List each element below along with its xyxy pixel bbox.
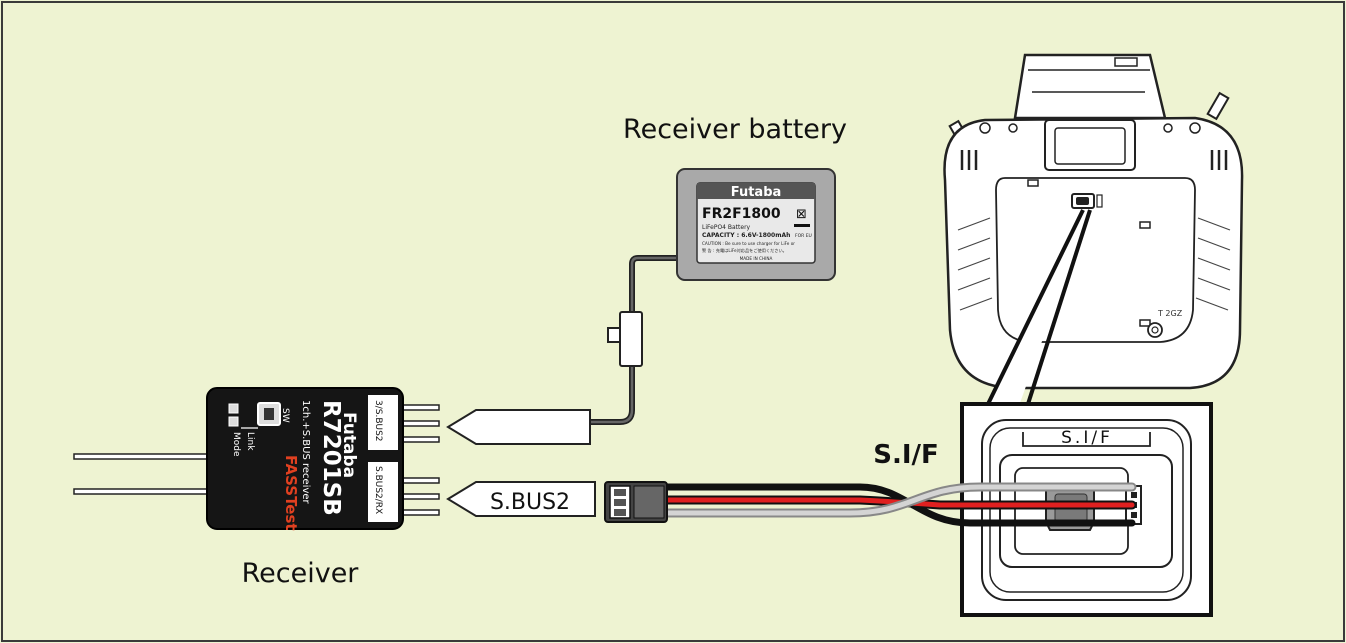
receiver-port-top-label: 3/S.BUS2 xyxy=(373,400,383,442)
sbus2-label: S.BUS2 xyxy=(490,490,570,515)
receiver-model: R7201SB xyxy=(318,400,344,516)
receiver-led-mode xyxy=(228,416,239,427)
battery-origin: MADE IN CHINA xyxy=(740,256,773,261)
receiver-desc: 1ch.+S.BUS receiver xyxy=(300,400,311,505)
sif-panel-label: S.I/F xyxy=(1061,428,1113,448)
battery-connector-tag xyxy=(446,409,591,445)
receiver-logo: FASSTest xyxy=(282,455,300,531)
battery-switch xyxy=(607,311,643,367)
receiver-battery-label: Receiver battery xyxy=(623,114,847,145)
sbus2-cable xyxy=(657,482,1137,527)
transmitter-model-text: T 2GZ xyxy=(1157,309,1183,318)
battery-line2: CAPACITY : 6.6V-1800mAh xyxy=(702,232,790,239)
receiver-mode-label: Mode xyxy=(231,432,241,457)
receiver-battery: Futaba FR2F1800 ⊠ LiFePO4 Battery CAPACI… xyxy=(676,168,836,281)
sbus2-plug xyxy=(604,481,668,523)
receiver-r7201sb: 3/S.BUS2 S.BUS2/RX Futaba R7201SB 1ch.+S… xyxy=(206,387,404,531)
battery-tag: FOR EU xyxy=(795,233,812,239)
transmitter-back-cover xyxy=(995,177,1196,343)
battery-line1: LiFePO4 Battery xyxy=(702,224,751,231)
receiver-brand: Futaba xyxy=(339,412,359,478)
receiver-link-label: Link xyxy=(245,432,255,451)
sif-port-label: S.I/F xyxy=(873,440,939,470)
transmitter-sif-port xyxy=(1071,193,1103,209)
battery-bin-icon: ⊠ xyxy=(796,207,807,222)
transmitter-top-lid xyxy=(1013,53,1167,120)
battery-caution1: CAUTION : Be sure to use charger for LiF… xyxy=(702,241,795,246)
receiver-port-bottom-label: S.BUS2/RX xyxy=(373,466,383,514)
receiver-led-link xyxy=(228,403,239,414)
battery-brand: Futaba xyxy=(731,185,782,200)
battery-caution2: 警 告 : 充電はLiFe対応品をご使用ください。 xyxy=(702,247,787,254)
battery-lead xyxy=(590,255,700,425)
sbus2-connector-tag: S.BUS2 xyxy=(446,481,596,517)
battery-model: FR2F1800 xyxy=(702,206,781,222)
receiver-label: Receiver xyxy=(242,558,360,589)
transmitter: T 2GZ xyxy=(943,53,1244,390)
transmitter-screw xyxy=(1147,322,1163,338)
transmitter-body xyxy=(943,116,1244,390)
zoom-callout-lines xyxy=(986,209,1092,405)
receiver-sw-label: SW xyxy=(280,408,290,423)
